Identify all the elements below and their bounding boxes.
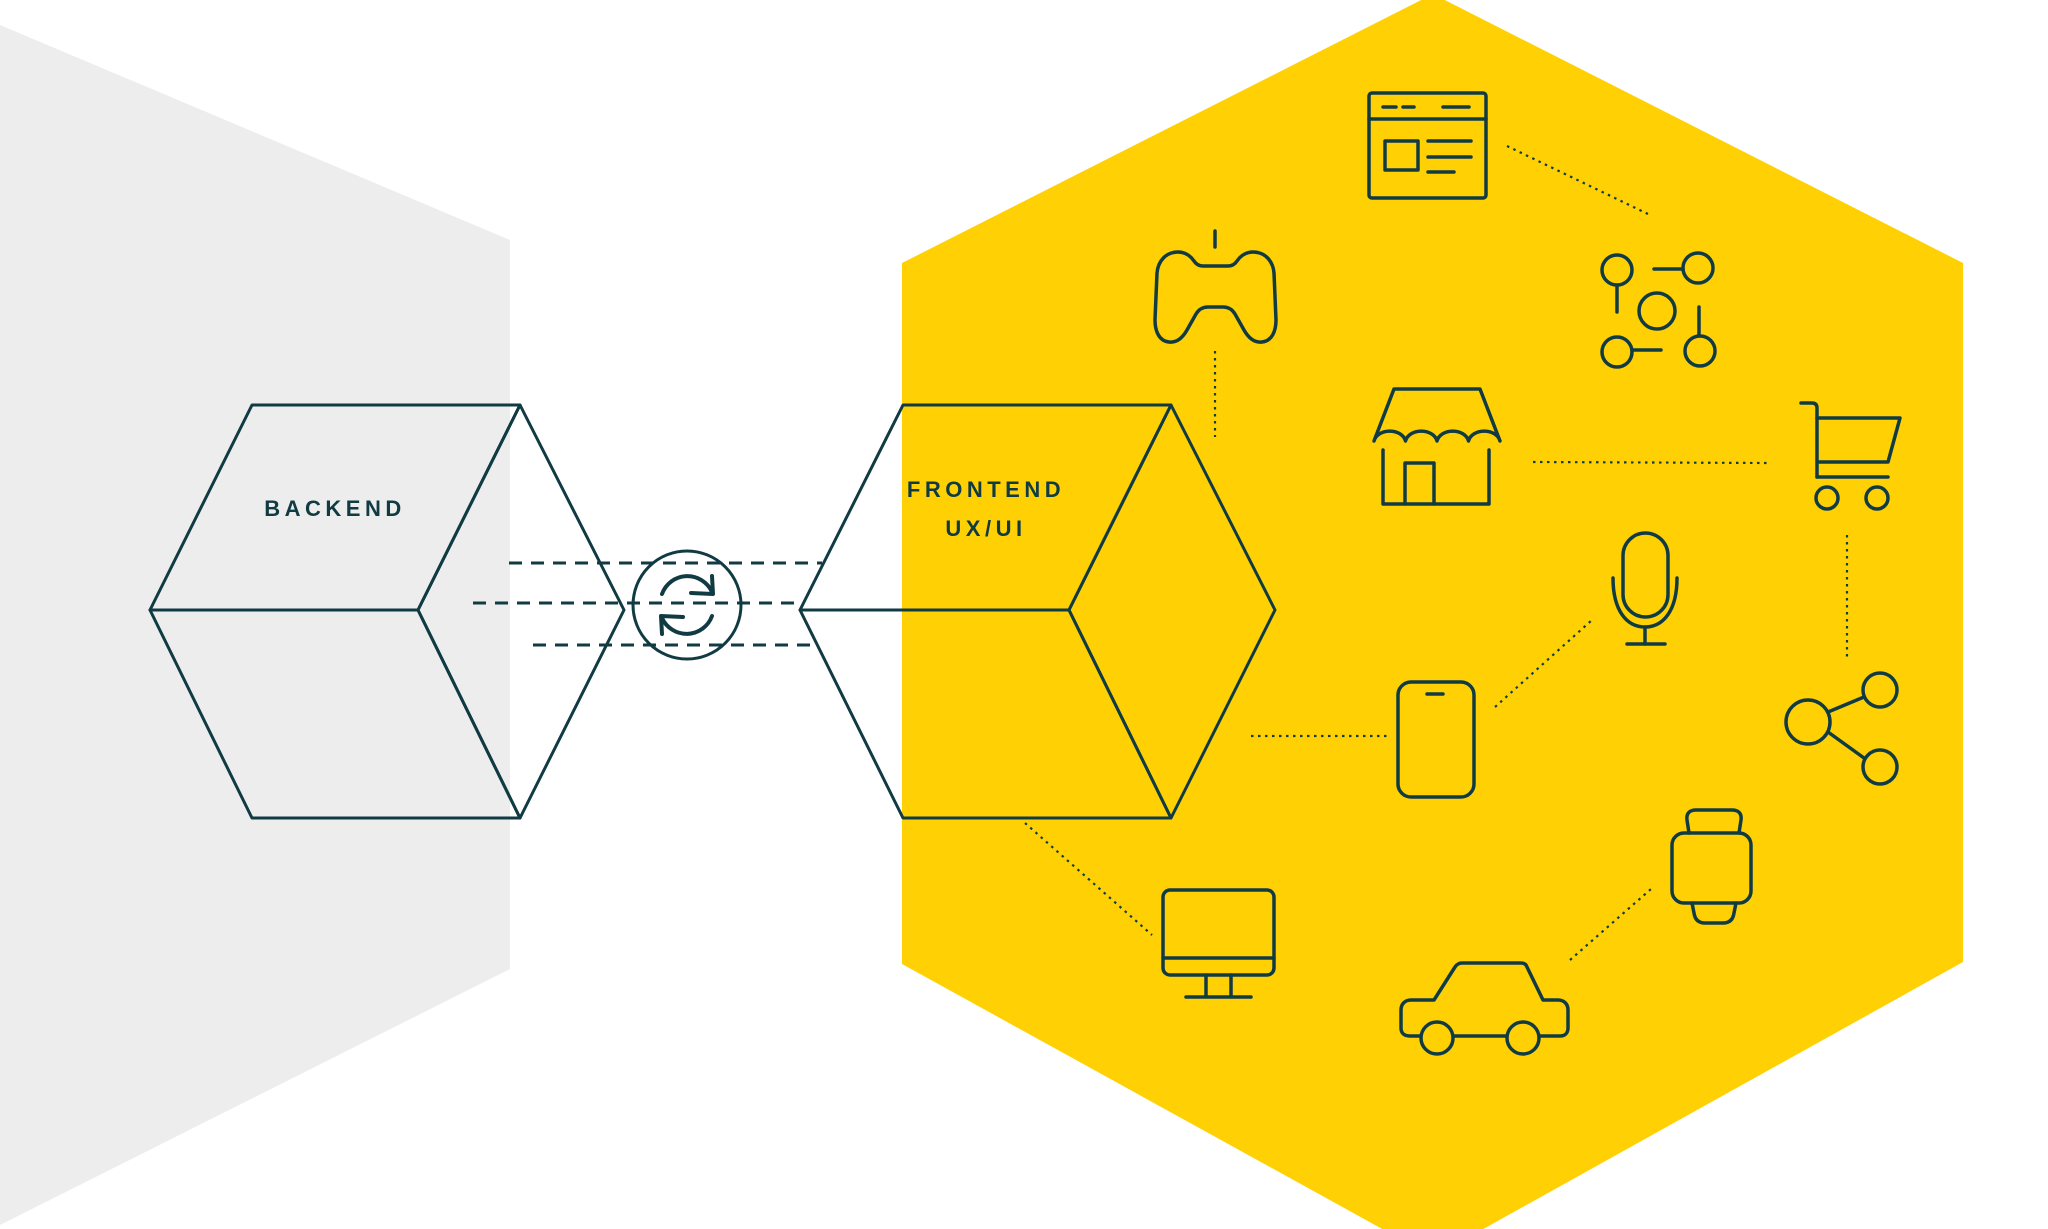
frontend-cube-top-face xyxy=(798,403,1173,612)
game-controller-icon xyxy=(1153,229,1278,344)
frontend-label-line2: UX/UI xyxy=(945,516,1026,541)
frontend-cube: FRONTEND UX/UI xyxy=(798,403,1277,820)
car-wheel-front xyxy=(1419,1020,1455,1056)
shopping-cart-icon xyxy=(1799,401,1902,511)
backend-label: BACKEND xyxy=(264,496,406,521)
smartwatch-icon xyxy=(1670,808,1753,925)
frontend-label-line1: FRONTEND xyxy=(907,477,1065,502)
connector-cube-monitor xyxy=(1024,822,1153,936)
share-icon xyxy=(1784,671,1899,786)
car-icon xyxy=(1399,961,1570,1056)
tablet-icon xyxy=(1396,680,1476,799)
browser-window-icon xyxy=(1367,91,1488,200)
dotted-connectors xyxy=(1024,145,1849,961)
gray-background-hexagon xyxy=(0,25,510,1225)
connector-tablet-microphone xyxy=(1494,619,1593,708)
desktop-monitor-icon xyxy=(1161,888,1276,999)
storefront-icon xyxy=(1372,387,1502,506)
microphone-icon xyxy=(1611,531,1679,646)
sync-circle xyxy=(631,549,743,661)
device-icons xyxy=(1153,91,1902,1056)
backend-cube-top-face xyxy=(148,403,522,612)
network-nodes-icon xyxy=(1600,251,1717,369)
sync-arrows-icon xyxy=(659,574,715,636)
backend-cube: BACKEND xyxy=(148,403,626,820)
car-wheel-rear xyxy=(1505,1020,1541,1056)
sync-badge xyxy=(631,549,743,661)
connector-browser-network xyxy=(1506,145,1651,216)
dashed-data-lines xyxy=(473,561,822,647)
